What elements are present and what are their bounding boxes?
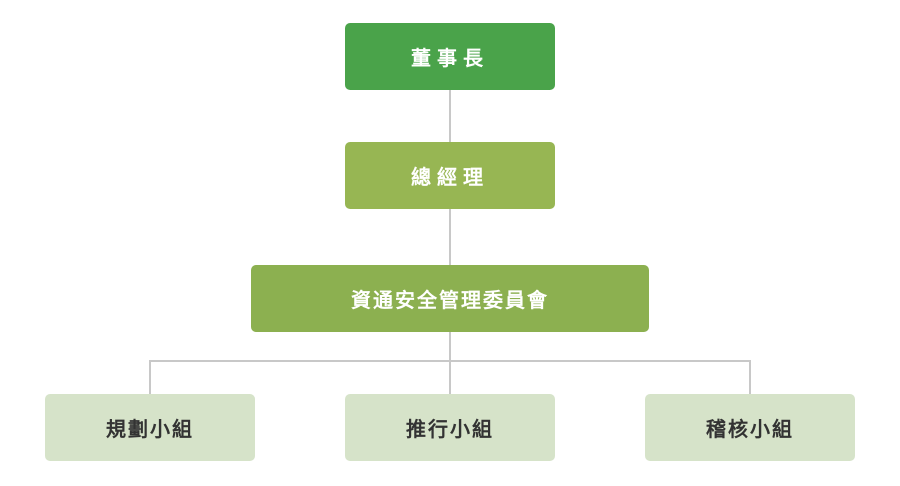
connector-drop-audit <box>749 360 751 394</box>
general-manager-label: 總經理 <box>411 165 489 189</box>
security-committee-label: 資通安全管理委員會 <box>351 288 549 312</box>
audit-group-label: 稽核小組 <box>706 417 794 441</box>
execution-group-node: 推行小組 <box>345 394 555 461</box>
execution-group-label: 推行小組 <box>406 417 494 441</box>
chairman-label: 董事長 <box>411 46 489 70</box>
connector-drop-execution <box>449 360 451 394</box>
general-manager-node: 總經理 <box>345 142 555 209</box>
planning-group-node: 規劃小組 <box>45 394 255 461</box>
planning-group-label: 規劃小組 <box>106 417 194 441</box>
connector-drop-planning <box>149 360 151 394</box>
connector-gm-committee <box>449 209 451 265</box>
security-committee-node: 資通安全管理委員會 <box>251 265 649 332</box>
audit-group-node: 稽核小組 <box>645 394 855 461</box>
connector-committee-branch <box>449 332 451 362</box>
chairman-node: 董事長 <box>345 23 555 90</box>
connector-chairman-gm <box>449 90 451 142</box>
